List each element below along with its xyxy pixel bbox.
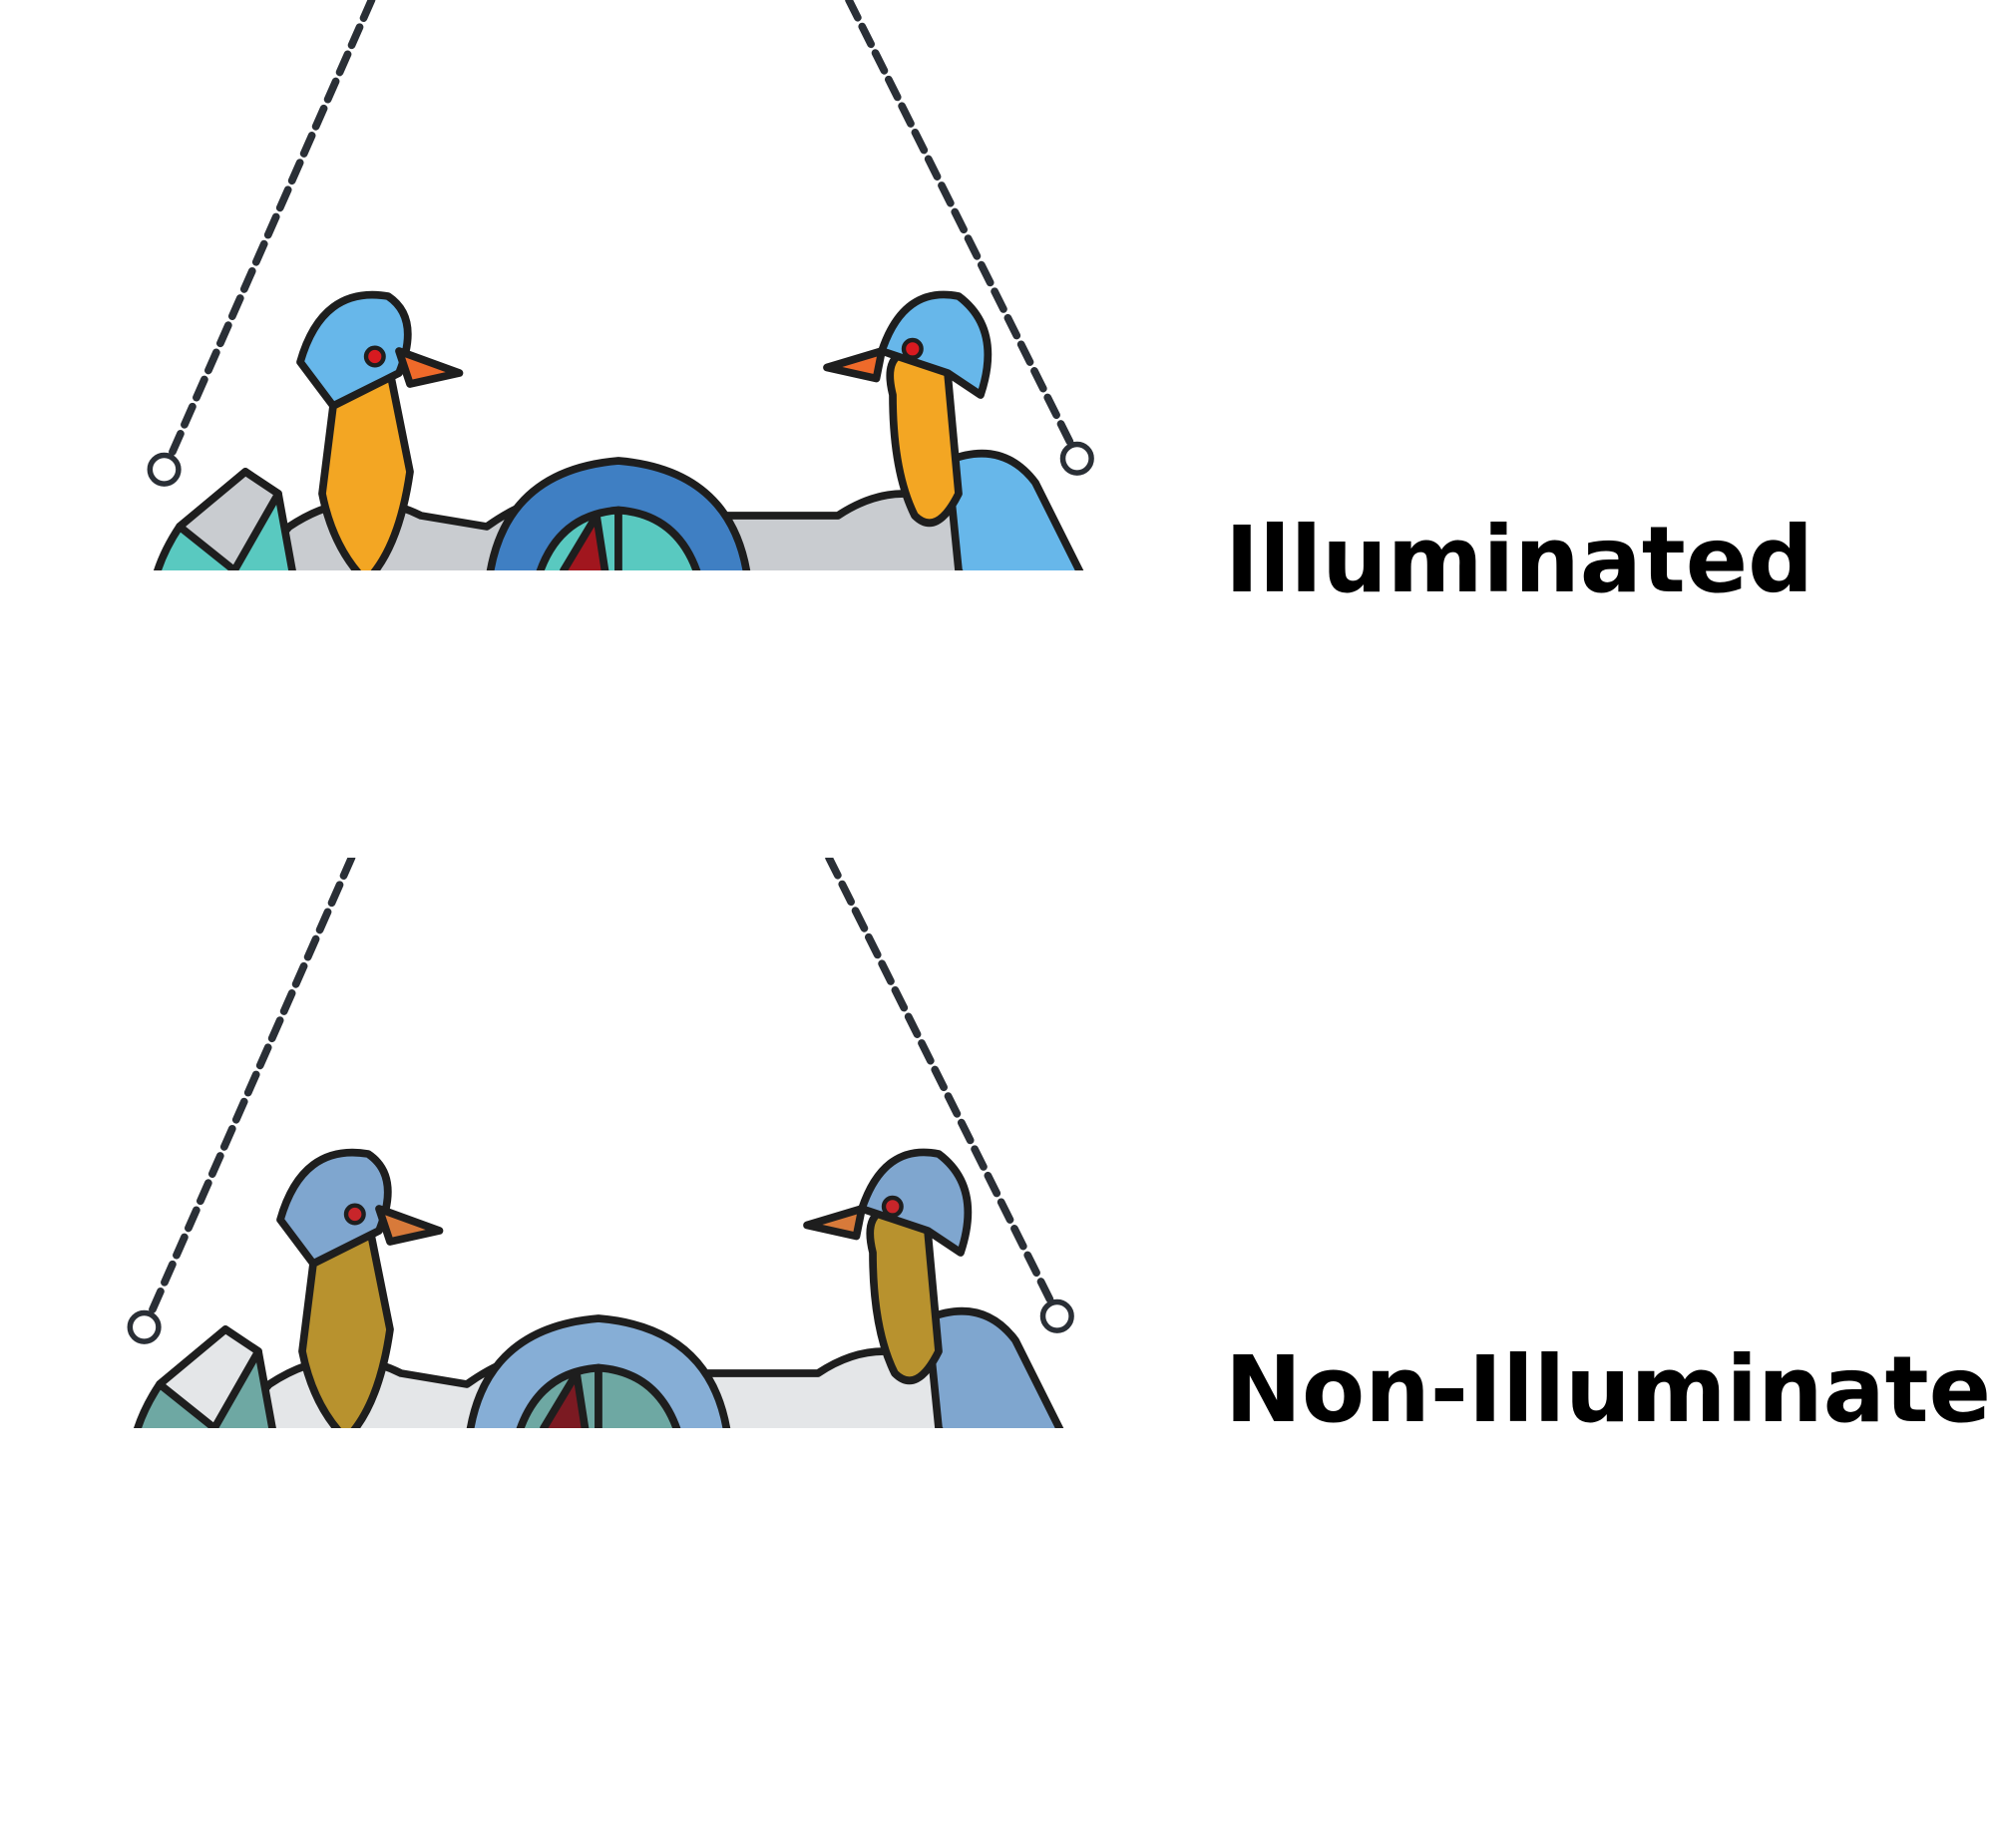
non-illuminated-panel xyxy=(130,858,1082,1428)
illuminated-panel xyxy=(150,0,1102,570)
illuminated-label: Illuminated xyxy=(1225,507,1814,613)
non-illuminated-label: Non-Illuminated xyxy=(1225,1336,1995,1443)
